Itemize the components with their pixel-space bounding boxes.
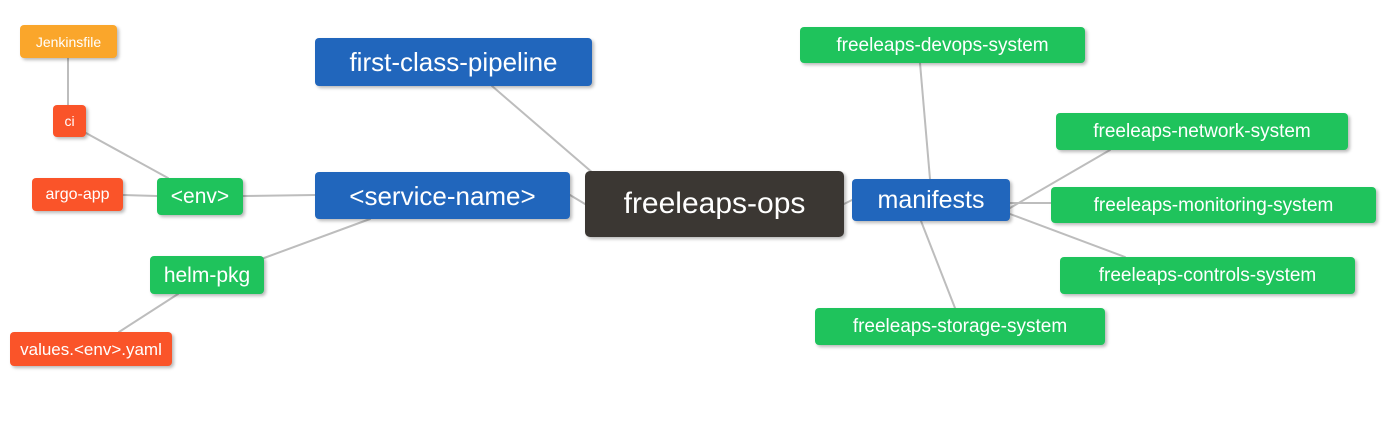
edge-service-name-to-env: [242, 194, 316, 197]
edge-env-to-ci: [85, 132, 169, 179]
edge-helm-pkg-to-values-yaml: [118, 293, 179, 333]
node-storage-system[interactable]: freeleaps-storage-system: [815, 308, 1105, 345]
node-service-name[interactable]: <service-name>: [315, 172, 570, 219]
edge-root-to-manifests: [843, 199, 853, 205]
node-helm-pkg[interactable]: helm-pkg: [150, 256, 264, 294]
node-network-system[interactable]: freeleaps-network-system: [1056, 113, 1348, 150]
node-ci[interactable]: ci: [53, 105, 86, 137]
node-monitoring-system[interactable]: freeleaps-monitoring-system: [1051, 187, 1376, 223]
node-jenkinsfile[interactable]: Jenkinsfile: [20, 25, 117, 58]
node-values-yaml[interactable]: values.<env>.yaml: [10, 332, 172, 366]
node-devops-system[interactable]: freeleaps-devops-system: [800, 27, 1085, 63]
edge-env-to-argo-app: [122, 194, 158, 197]
edge-root-to-service-name: [569, 194, 586, 205]
node-manifests[interactable]: manifests: [852, 179, 1010, 221]
node-first-class-pipeline[interactable]: first-class-pipeline: [315, 38, 592, 86]
node-env[interactable]: <env>: [157, 178, 243, 215]
node-controls-system[interactable]: freeleaps-controls-system: [1060, 257, 1355, 294]
edge-service-name-to-helm-pkg: [263, 218, 371, 259]
edge-manifests-to-devops-system: [919, 62, 931, 180]
edge-manifests-to-storage-system: [920, 220, 956, 309]
node-argo-app[interactable]: argo-app: [32, 178, 123, 211]
node-root[interactable]: freeleaps-ops: [585, 171, 844, 237]
